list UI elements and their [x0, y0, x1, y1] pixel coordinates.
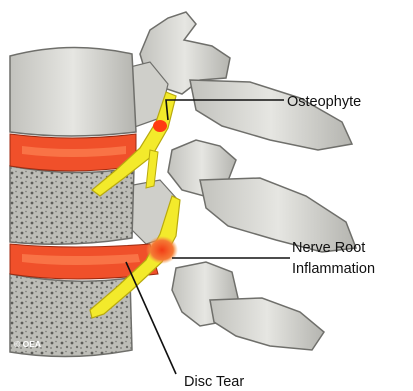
disc-tear-label: Disc Tear — [184, 374, 244, 390]
upper-spinous-process — [190, 80, 352, 150]
copyright-credit: © OEA — [14, 339, 41, 349]
osteophyte-impingement-spot — [153, 120, 167, 132]
nerve-root-label-line2: Inflammation — [292, 261, 375, 277]
vertebral-bodies — [10, 47, 136, 356]
bottom-spinous-process — [210, 298, 324, 350]
disc-tear-leader — [126, 262, 176, 374]
osteophyte-label: Osteophyte — [287, 94, 361, 110]
nerve-root-label-line1: Nerve Root — [292, 240, 365, 256]
nerve-root-inflammation-area — [146, 236, 178, 264]
vertebral-body-top — [10, 47, 136, 136]
